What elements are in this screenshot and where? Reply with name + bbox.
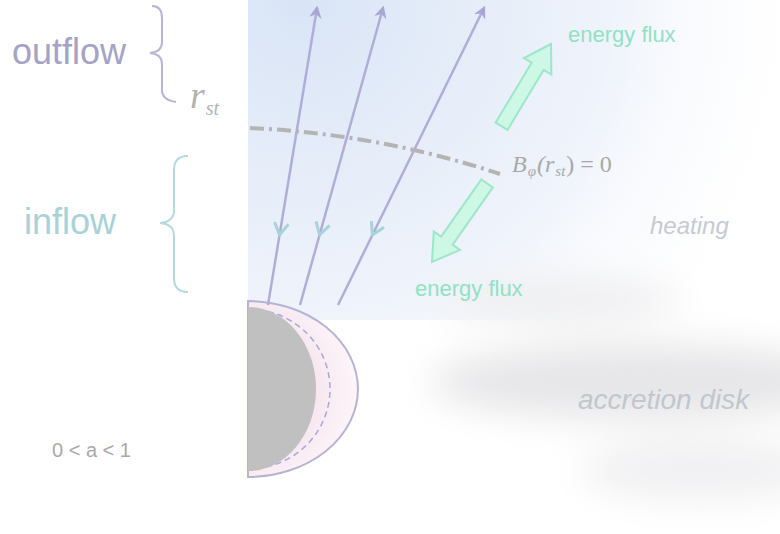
field-argument: (r [537, 152, 554, 176]
radius-symbol: r [190, 76, 205, 114]
stagnation-surface [250, 128, 500, 174]
accretion-disk-label: accretion disk [578, 386, 749, 414]
radius-subscript: st [206, 98, 219, 118]
field-subscript: φ [528, 164, 536, 179]
black-hole [248, 307, 316, 471]
accretion-disk-cloud [430, 278, 780, 500]
field-argument-subscript: st [555, 164, 565, 179]
energy-flux-arrow-out [488, 36, 565, 135]
energy-flux-label: energy flux [415, 278, 523, 300]
inflow-arrowheads [275, 221, 384, 235]
outflow-brace [150, 6, 176, 102]
field-lines [268, 8, 484, 305]
field-symbol: B [512, 152, 527, 176]
spin-range: 0 < a < 1 [52, 440, 131, 460]
outflow-label: outflow [12, 34, 126, 70]
energy-flux-arrow-in [419, 174, 500, 271]
outflow-region [248, 0, 780, 320]
heating-label: heating [650, 214, 729, 238]
energy-flux-label: energy flux [568, 24, 676, 46]
inflow-brace [160, 156, 188, 292]
ergosphere-outline [248, 301, 358, 477]
inflow-label: inflow [24, 204, 116, 240]
field-equation: ) = 0 [566, 152, 612, 176]
